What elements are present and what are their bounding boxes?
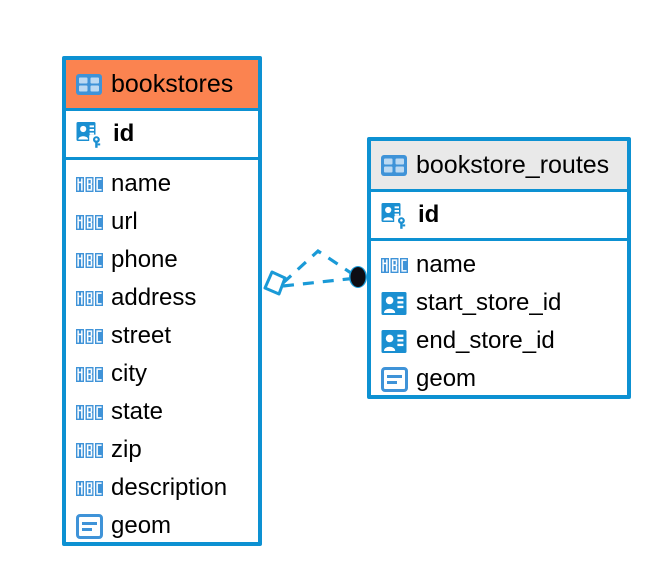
field-row[interactable]: name: [66, 165, 258, 203]
field-list-bookstore-routes: name start_store_id end_store_: [371, 241, 627, 404]
abc-text-icon: [76, 290, 103, 306]
relationship-diamond-icon: [263, 270, 287, 296]
geometry-icon: [381, 366, 408, 392]
field-label: name: [416, 251, 477, 278]
field-row[interactable]: address: [66, 279, 258, 317]
primary-key-row[interactable]: id: [66, 111, 258, 157]
abc-text-icon: [76, 328, 103, 344]
field-row[interactable]: start_store_id: [371, 284, 627, 322]
field-row[interactable]: url: [66, 203, 258, 241]
table-icon: [381, 154, 407, 176]
field-list-bookstores: name url: [66, 160, 258, 551]
abc-text-icon: [76, 176, 103, 192]
field-label: zip: [111, 436, 142, 463]
abc-text-icon: [76, 404, 103, 420]
foreign-key-icon: [381, 329, 407, 353]
header-divider: [66, 108, 258, 111]
entity-table-bookstores[interactable]: bookstores id: [62, 56, 262, 546]
field-label: start_store_id: [416, 289, 562, 316]
geometry-icon: [76, 513, 103, 539]
entity-table-bookstore-routes[interactable]: bookstore_routes id: [367, 137, 631, 399]
entity-title: bookstore_routes: [416, 150, 610, 179]
relationship-line-upper: [281, 248, 358, 285]
field-row[interactable]: phone: [66, 241, 258, 279]
field-row[interactable]: geom: [66, 507, 258, 545]
field-label: address: [111, 284, 197, 311]
relationship-endpoint-dot: [349, 266, 367, 288]
field-label: phone: [111, 246, 178, 273]
primary-key-label: id: [418, 201, 440, 228]
field-row[interactable]: description: [66, 469, 258, 507]
primary-key-divider: [66, 157, 258, 160]
field-row[interactable]: city: [66, 355, 258, 393]
abc-text-icon: [76, 366, 103, 382]
field-row[interactable]: end_store_id: [371, 322, 627, 360]
foreign-key-icon: [381, 291, 407, 315]
abc-text-icon: [76, 252, 103, 268]
field-row[interactable]: geom: [371, 360, 627, 398]
field-label: url: [111, 208, 138, 235]
abc-text-icon: [76, 442, 103, 458]
entity-header-bookstore-routes[interactable]: bookstore_routes: [371, 141, 627, 189]
abc-text-icon: [381, 257, 408, 273]
relationship-line-lower: [282, 276, 358, 288]
field-label: state: [111, 398, 164, 425]
abc-text-icon: [76, 480, 103, 496]
table-icon: [76, 73, 102, 95]
field-label: description: [111, 474, 228, 501]
primary-key-row[interactable]: id: [371, 192, 627, 238]
field-label: street: [111, 322, 172, 349]
abc-text-icon: [76, 214, 103, 230]
primary-key-icon: [381, 202, 410, 230]
field-row[interactable]: state: [66, 393, 258, 431]
header-divider: [371, 189, 627, 192]
field-label: city: [111, 360, 147, 387]
primary-key-icon: [76, 121, 105, 149]
entity-header-bookstores[interactable]: bookstores: [66, 60, 258, 108]
primary-key-label: id: [113, 120, 135, 147]
field-label: geom: [111, 512, 172, 539]
field-label: geom: [416, 365, 477, 392]
field-row[interactable]: zip: [66, 431, 258, 469]
entity-title: bookstores: [111, 69, 234, 98]
field-row[interactable]: name: [371, 246, 627, 284]
field-label: name: [111, 170, 172, 197]
field-row[interactable]: street: [66, 317, 258, 355]
primary-key-divider: [371, 238, 627, 241]
field-label: end_store_id: [416, 327, 555, 354]
